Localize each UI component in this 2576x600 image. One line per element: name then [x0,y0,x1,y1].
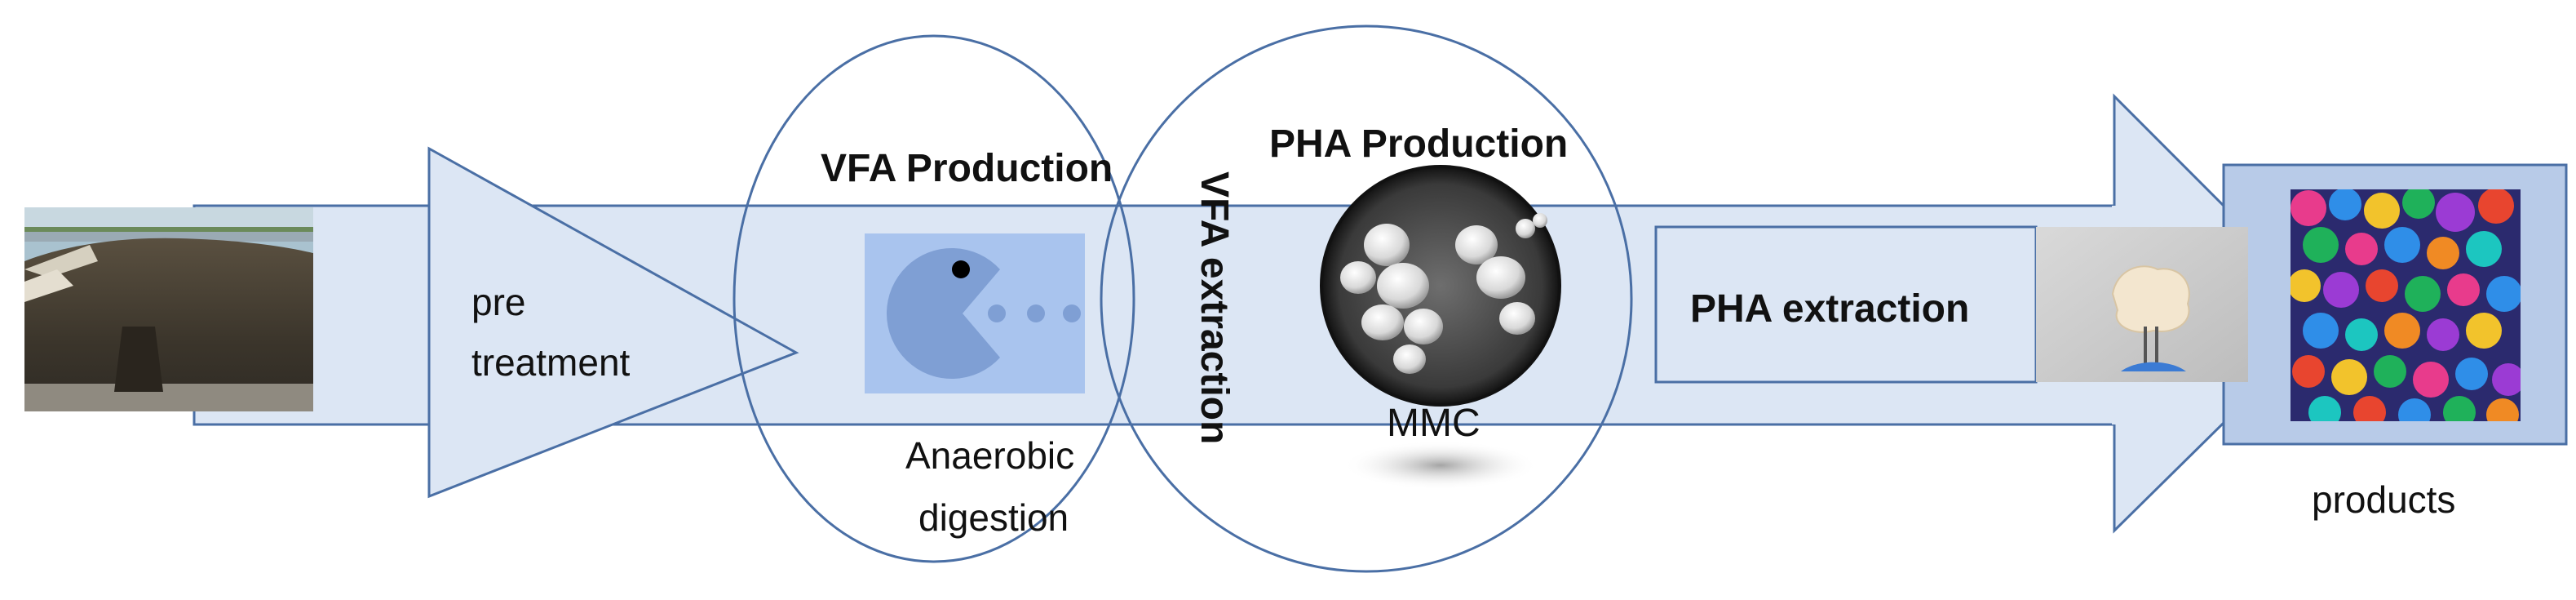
pha-production-circle [1100,24,1633,573]
anaerobic-digestion-label-line1: Anaerobic [905,434,1074,477]
vfa-production-circle [733,34,1135,563]
pretreatment-label-line1: pre [471,281,525,323]
pha-extraction-label: PHA extraction [1690,287,1969,331]
pacman-icon [865,233,1085,393]
anaerobic-digestion-label-line2: digestion [918,496,1069,539]
micrograph-cells-icon [1320,165,1561,490]
pha-extraction-box [1654,225,2038,384]
vfa-production-label: VFA Production [821,147,1113,190]
products-label: products [2312,478,2455,521]
plastic-caps-photo-icon [2291,189,2521,421]
mmc-label: MMC [1387,402,1481,445]
pretreatment-label-line2: treatment [471,341,631,384]
soil-pile-photo-icon [24,207,313,411]
pha-polymer-sample-icon [2036,227,2248,382]
vfa-extraction-label: VFA extraction [1193,171,1236,444]
pretreatment-triangle [427,146,799,499]
pha-production-label: PHA Production [1269,122,1568,166]
